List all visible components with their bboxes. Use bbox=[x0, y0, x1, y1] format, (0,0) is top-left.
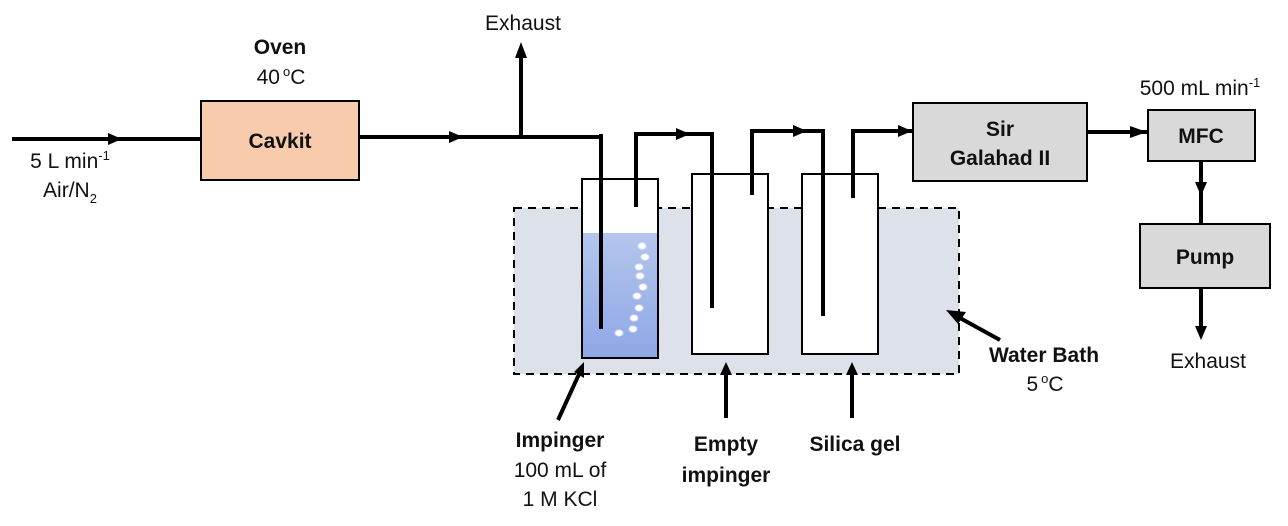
pump-box bbox=[1139, 223, 1271, 289]
impinger-3 bbox=[801, 173, 879, 355]
pointer-arrows bbox=[556, 310, 1001, 421]
kcl-liquid bbox=[583, 233, 657, 357]
exhaust-bottom-label: Exhaust bbox=[1170, 350, 1246, 373]
impinger-1-line2: 100 mL of bbox=[514, 459, 607, 482]
oven-label: Oven bbox=[254, 36, 307, 59]
cavkit-box bbox=[200, 100, 360, 181]
sir-galahad-label-1: Sir bbox=[986, 118, 1014, 141]
sir-galahad-box bbox=[912, 102, 1088, 182]
exhaust-top-label: Exhaust bbox=[485, 12, 561, 35]
impinger-2 bbox=[691, 173, 769, 355]
impinger-2-line2: impinger bbox=[682, 464, 771, 487]
bubbles bbox=[614, 242, 650, 337]
flow-lines bbox=[12, 48, 1203, 332]
impinger-1-line3: 1 M KCl bbox=[523, 488, 598, 511]
impinger-2-title: Empty bbox=[694, 433, 759, 456]
mfc-flow: 500 mL min-1 bbox=[1140, 75, 1261, 100]
mfc-box bbox=[1147, 109, 1256, 162]
impinger-1-title: Impinger bbox=[516, 429, 605, 452]
impinger-3-title: Silica gel bbox=[809, 433, 900, 456]
sir-galahad-label-2: Galahad II bbox=[950, 147, 1050, 170]
cavkit-label: Cavkit bbox=[248, 130, 311, 153]
inlet-gas: Air/N2 bbox=[43, 179, 97, 206]
arrowheads bbox=[108, 42, 1207, 340]
impinger-1 bbox=[581, 178, 659, 359]
oven-temp-unit: C bbox=[290, 66, 305, 89]
pump-label: Pump bbox=[1176, 246, 1234, 269]
inlet-flow: 5 L min-1 bbox=[30, 148, 110, 173]
water-bath-label: Water Bath bbox=[989, 344, 1099, 367]
mfc-label: MFC bbox=[1178, 125, 1224, 148]
